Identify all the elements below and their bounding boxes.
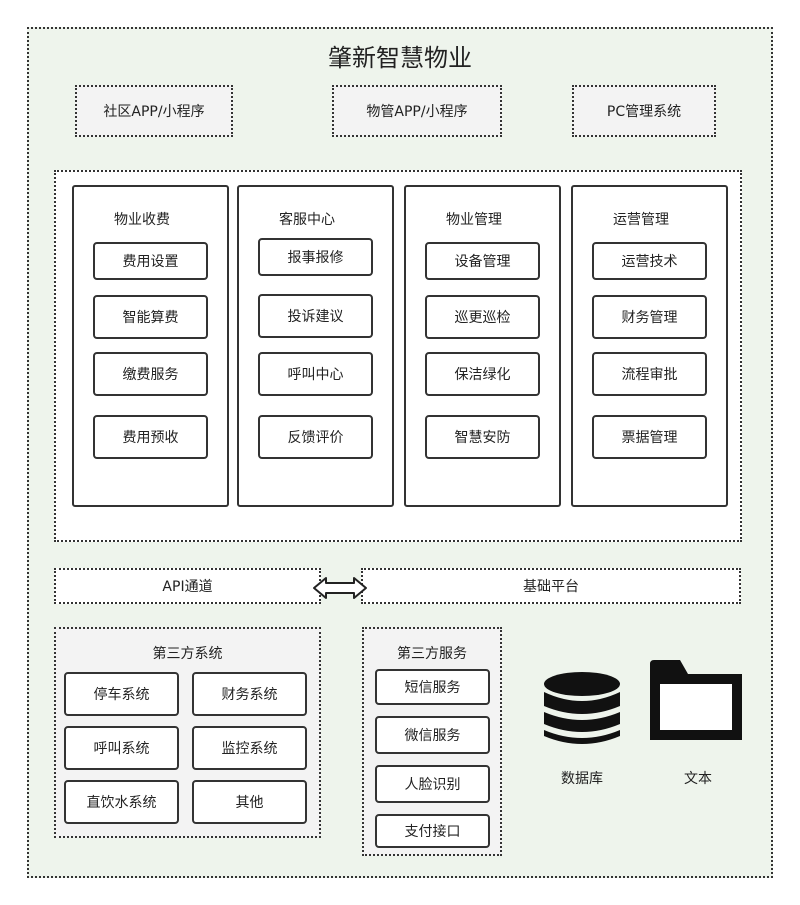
module-title: 物业管理 bbox=[446, 212, 502, 228]
module-item: 流程审批 bbox=[592, 352, 707, 396]
double-arrow-icon bbox=[313, 577, 367, 599]
third-party-systems-title: 第三方系统 bbox=[152, 646, 223, 662]
client-community-app: 社区APP/小程序 bbox=[75, 85, 233, 137]
module-item: 智能算费 bbox=[93, 295, 208, 339]
third-party-service-item: 短信服务 bbox=[375, 669, 490, 705]
third-party-service-item: 人脸识别 bbox=[375, 765, 490, 803]
module-item: 呼叫中心 bbox=[258, 352, 373, 396]
module-title: 客服中心 bbox=[279, 212, 335, 228]
module-item: 费用预收 bbox=[93, 415, 208, 459]
module-item: 巡更巡检 bbox=[425, 295, 540, 339]
module-item: 费用设置 bbox=[93, 242, 208, 280]
third-party-service-item: 支付接口 bbox=[375, 814, 490, 848]
module-item: 运营技术 bbox=[592, 242, 707, 280]
module-title: 物业收费 bbox=[114, 212, 170, 228]
diagram-title: 肇新智慧物业 bbox=[328, 44, 472, 72]
module-item: 票据管理 bbox=[592, 415, 707, 459]
base-platform: 基础平台 bbox=[361, 568, 741, 604]
module-title: 运营管理 bbox=[613, 212, 669, 228]
module-item: 保洁绿化 bbox=[425, 352, 540, 396]
database-icon bbox=[544, 672, 620, 744]
third-party-system-item: 呼叫系统 bbox=[64, 726, 179, 770]
third-party-system-item: 监控系统 bbox=[192, 726, 307, 770]
client-property-app: 物管APP/小程序 bbox=[332, 85, 502, 137]
third-party-service-item: 微信服务 bbox=[375, 716, 490, 754]
text-label: 文本 bbox=[684, 771, 712, 787]
module-item: 报事报修 bbox=[258, 238, 373, 276]
api-channel: API通道 bbox=[54, 568, 321, 604]
third-party-system-item: 停车系统 bbox=[64, 672, 179, 716]
database-label: 数据库 bbox=[561, 771, 603, 787]
module-item: 反馈评价 bbox=[258, 415, 373, 459]
module-item: 设备管理 bbox=[425, 242, 540, 280]
module-item: 智慧安防 bbox=[425, 415, 540, 459]
module-item: 财务管理 bbox=[592, 295, 707, 339]
third-party-system-item: 其他 bbox=[192, 780, 307, 824]
client-pc-system: PC管理系统 bbox=[572, 85, 716, 137]
module-item: 缴费服务 bbox=[93, 352, 208, 396]
third-party-services-title: 第三方服务 bbox=[397, 646, 467, 662]
third-party-system-item: 财务系统 bbox=[192, 672, 307, 716]
third-party-system-item: 直饮水系统 bbox=[64, 780, 179, 824]
module-item: 投诉建议 bbox=[258, 294, 373, 338]
folder-icon bbox=[650, 660, 742, 740]
